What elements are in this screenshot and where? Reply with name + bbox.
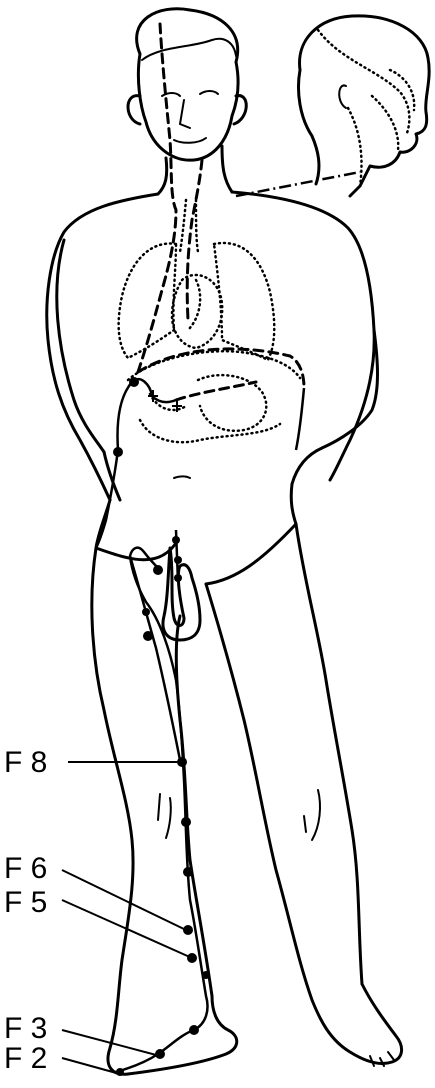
connection-line [236, 172, 360, 196]
label-f6: F 6 [4, 852, 47, 885]
side-head-inset [299, 16, 430, 196]
label-f8: F 8 [4, 746, 47, 779]
f6-leader [62, 870, 186, 930]
label-f3: F 3 [4, 1012, 47, 1045]
liver-meridian-path [96, 377, 304, 1076]
f5-leader [62, 900, 192, 958]
internal-organs [119, 200, 300, 442]
internal-meridian-path [138, 24, 304, 400]
label-f5: F 5 [4, 886, 47, 919]
f2-leader [62, 1058, 120, 1074]
f3-leader [62, 1030, 160, 1056]
label-f2: F 2 [4, 1042, 47, 1075]
point-labels: F 8 F 6 F 5 F 3 F 2 [4, 746, 192, 1075]
